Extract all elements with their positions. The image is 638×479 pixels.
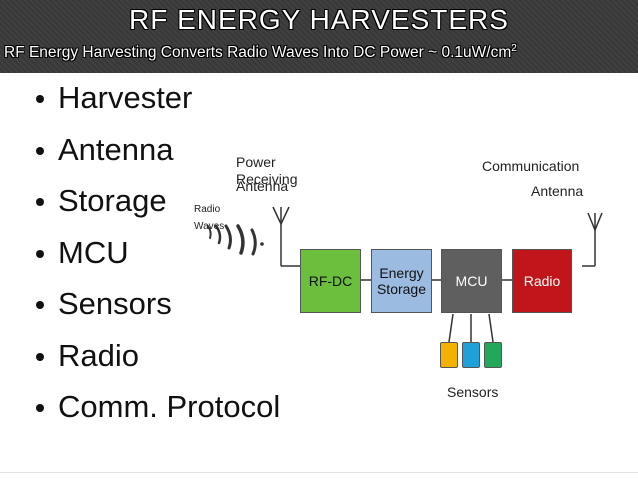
bullet-text: Sensors xyxy=(58,286,172,321)
bullet-dot-icon xyxy=(36,301,44,309)
energy-storage-label: Storage xyxy=(376,281,427,297)
bullet-item: Storage xyxy=(36,181,280,233)
subtitle-superscript: 2 xyxy=(511,43,517,54)
rfdc-label: RF-DC xyxy=(308,273,353,289)
sensor-block xyxy=(484,342,502,368)
mcu-block: MCU xyxy=(441,249,502,313)
radio-waves-label: Radio Waves xyxy=(194,204,225,232)
bullet-text: Radio xyxy=(58,337,139,373)
radio-waves-icon xyxy=(207,224,264,256)
sensor-block xyxy=(462,342,480,368)
slide-subtitle: RF Energy Harvesting Converts Radio Wave… xyxy=(4,43,638,62)
comm-antenna-label: Communication xyxy=(482,158,580,174)
bullet-dot-icon xyxy=(36,146,44,155)
bullet-item: Radio xyxy=(36,336,280,388)
component-bullet-list: Harvester Antenna Storage MCU Sensors Ra… xyxy=(36,78,280,439)
bullet-dot-icon xyxy=(36,198,44,206)
bullet-text: Antenna xyxy=(58,131,174,167)
mcu-label: MCU xyxy=(455,273,488,289)
footer-divider xyxy=(0,472,638,473)
comm-antenna-label: Antenna xyxy=(531,183,584,199)
subtitle-text: RF Energy Harvesting Converts Radio Wave… xyxy=(4,44,512,62)
bullet-text: Storage xyxy=(58,183,167,218)
bullet-text: Harvester xyxy=(58,80,193,115)
radio-block: Radio xyxy=(512,249,572,313)
bullet-text: Comm. Protocol xyxy=(58,389,281,424)
bullet-item: MCU xyxy=(36,233,280,285)
slide-header: RF ENERGY HARVESTERS RF Energy Harvestin… xyxy=(0,0,638,73)
bullet-dot-icon xyxy=(36,249,44,258)
bullet-item: Antenna xyxy=(36,130,280,182)
power-antenna-label: Antenna xyxy=(236,178,289,194)
block-connectors xyxy=(361,279,512,343)
sensor-block xyxy=(440,342,458,368)
bullet-item: Harvester xyxy=(36,78,280,130)
radio-label: Radio xyxy=(523,273,561,289)
energy-storage-block: Energy Storage xyxy=(371,249,432,313)
bullet-text: MCU xyxy=(58,234,129,270)
slide-title: RF ENERGY HARVESTERS xyxy=(129,4,509,35)
rfdc-block: RF-DC xyxy=(300,249,361,313)
comm-antenna-icon xyxy=(582,212,603,267)
bullet-item: Comm. Protocol xyxy=(36,387,280,439)
power-antenna-icon xyxy=(272,206,301,267)
power-antenna-label: Power Receiving xyxy=(236,154,298,187)
bullet-dot-icon xyxy=(36,95,44,103)
sensors-label: Sensors xyxy=(447,384,499,400)
bullet-dot-icon xyxy=(36,404,44,412)
energy-storage-label: Energy xyxy=(379,265,424,281)
bullet-dot-icon xyxy=(36,352,44,361)
bullet-item: Sensors xyxy=(36,284,280,336)
